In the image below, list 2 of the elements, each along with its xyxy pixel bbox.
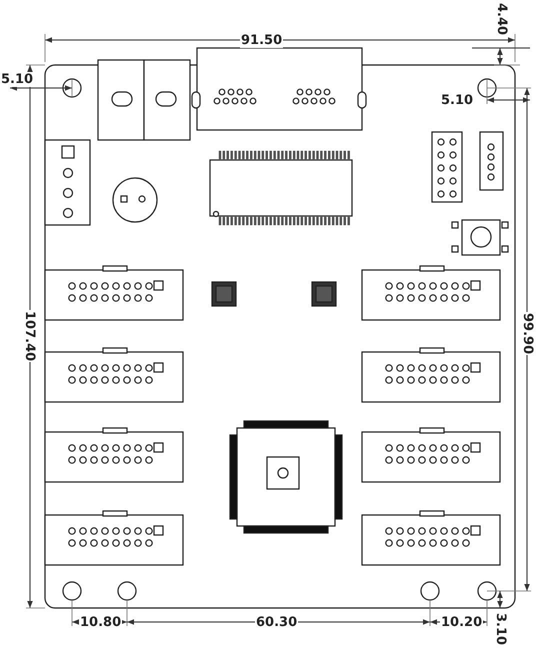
dimension-value: 91.50	[240, 33, 284, 48]
dimension-value: 5.10	[0, 72, 34, 87]
